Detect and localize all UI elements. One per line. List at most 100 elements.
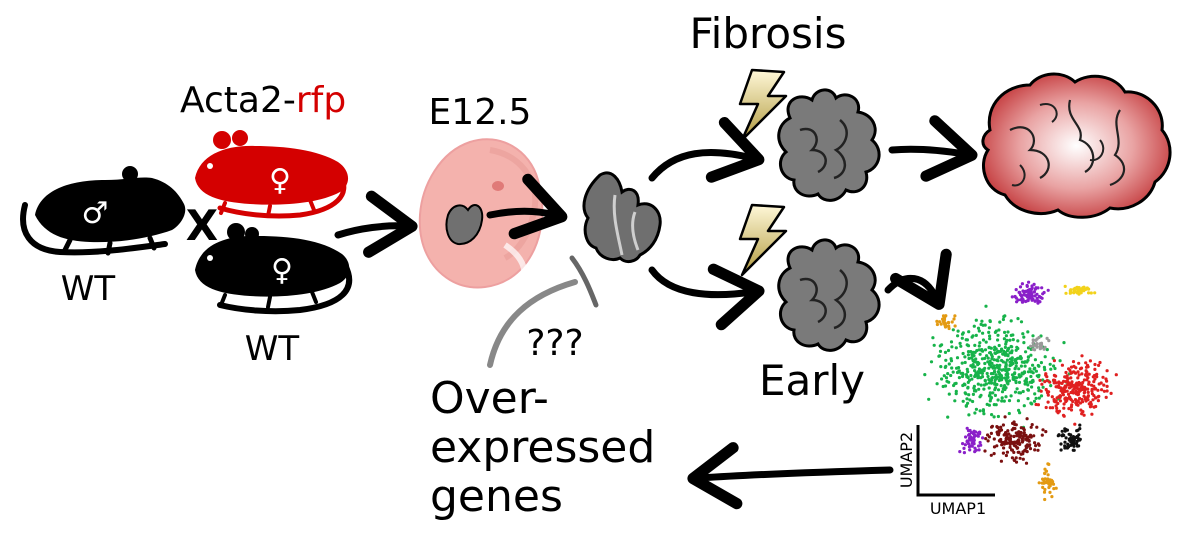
umap-point bbox=[943, 365, 947, 369]
umap-point bbox=[1037, 481, 1041, 485]
umap-point bbox=[951, 370, 955, 374]
umap-point bbox=[992, 445, 997, 449]
umap-point bbox=[991, 372, 995, 376]
umap-point bbox=[966, 344, 971, 348]
umap-point bbox=[987, 377, 991, 382]
umap-point bbox=[1022, 428, 1026, 432]
umap-point bbox=[1020, 440, 1024, 444]
umap-point bbox=[1005, 348, 1010, 353]
umap-point bbox=[1016, 446, 1020, 450]
umap-point bbox=[1028, 367, 1032, 371]
umap-point bbox=[927, 397, 931, 401]
umap-point bbox=[966, 350, 971, 354]
umap-point bbox=[1043, 355, 1047, 359]
umap-point bbox=[963, 443, 968, 447]
umap-point bbox=[1025, 299, 1029, 303]
lung-icon bbox=[777, 88, 881, 202]
umap-point bbox=[1094, 396, 1098, 400]
rfp-mouse-icon: ♀ bbox=[195, 130, 349, 219]
umap-point bbox=[976, 382, 980, 386]
umap-point bbox=[965, 375, 969, 379]
umap-point bbox=[997, 439, 1002, 443]
umap-point bbox=[1031, 341, 1035, 345]
umap-point bbox=[946, 320, 951, 325]
umap-point bbox=[971, 359, 976, 363]
umap-point bbox=[993, 378, 997, 382]
umap-point bbox=[963, 383, 967, 387]
umap-point bbox=[974, 333, 978, 337]
umap-point bbox=[969, 350, 973, 354]
umap-point bbox=[957, 366, 961, 370]
umap-point bbox=[995, 425, 999, 429]
umap-cluster-red bbox=[1034, 354, 1118, 426]
umap-point bbox=[1076, 376, 1080, 380]
umap-point bbox=[1098, 360, 1102, 365]
umap-point bbox=[996, 388, 1001, 392]
umap-point bbox=[976, 376, 980, 380]
umap-point bbox=[1015, 345, 1019, 349]
umap-point bbox=[1093, 377, 1097, 381]
umap-point bbox=[969, 431, 974, 435]
umap-point bbox=[1016, 399, 1021, 403]
arrow-embryo-to-lungs bbox=[486, 173, 568, 240]
umap-point bbox=[1023, 379, 1027, 383]
umap-point bbox=[1003, 330, 1007, 334]
umap-point bbox=[1021, 389, 1025, 394]
umap-point bbox=[971, 334, 975, 338]
umap-point bbox=[1068, 289, 1072, 293]
umap-point bbox=[1080, 354, 1084, 358]
umap-point bbox=[999, 378, 1003, 382]
umap-point bbox=[1078, 289, 1082, 293]
lung-icon bbox=[777, 238, 881, 352]
umap-point bbox=[1037, 373, 1041, 377]
umap-point bbox=[1026, 397, 1030, 401]
umap-point bbox=[1034, 402, 1038, 407]
umap-point bbox=[1022, 432, 1026, 436]
umap-point bbox=[1024, 446, 1029, 450]
umap-point bbox=[961, 331, 965, 335]
arrow-to-fibrotic-section bbox=[888, 115, 978, 182]
umap-point bbox=[1054, 399, 1058, 403]
umap-point bbox=[999, 459, 1004, 463]
umap-point bbox=[1074, 435, 1078, 440]
umap-point bbox=[1076, 428, 1080, 432]
umap-point bbox=[990, 424, 995, 428]
umap-point bbox=[972, 324, 976, 328]
umap-point bbox=[1064, 385, 1068, 389]
umap-point bbox=[1027, 280, 1031, 284]
umap-point bbox=[1031, 344, 1035, 348]
umap-plot-icon bbox=[923, 280, 1118, 502]
umap-point bbox=[959, 371, 963, 375]
fibrotic-lung-icon bbox=[981, 72, 1172, 219]
umap-point bbox=[1071, 435, 1075, 439]
umap-point bbox=[1105, 379, 1109, 383]
umap-point bbox=[1043, 467, 1047, 471]
umap-point bbox=[971, 399, 975, 404]
umap-point bbox=[929, 360, 934, 364]
umap-point bbox=[1052, 378, 1056, 382]
umap-point bbox=[1052, 364, 1056, 368]
umap-point bbox=[953, 314, 957, 318]
umap-point bbox=[997, 343, 1001, 348]
umap-point bbox=[1007, 432, 1011, 436]
umap-point bbox=[1033, 448, 1037, 452]
umap-point bbox=[1082, 285, 1086, 289]
umap-point bbox=[1032, 282, 1036, 286]
umap-point bbox=[935, 382, 939, 386]
cross-symbol: X bbox=[186, 201, 218, 250]
umap-point bbox=[1063, 397, 1067, 401]
wt-male-label: WT bbox=[61, 269, 116, 309]
umap-point bbox=[1003, 386, 1007, 390]
umap-point bbox=[1040, 481, 1044, 485]
umap-point bbox=[1019, 320, 1024, 324]
umap-point bbox=[1002, 433, 1006, 437]
umap-point bbox=[1023, 364, 1027, 368]
umap-point bbox=[1006, 381, 1010, 385]
umap-point bbox=[998, 349, 1003, 353]
umap-point bbox=[1002, 315, 1006, 319]
umap-point bbox=[1038, 344, 1042, 348]
umap-point bbox=[996, 349, 1000, 353]
umap-point bbox=[1046, 473, 1050, 477]
question-label: ??? bbox=[526, 323, 583, 364]
umap-point bbox=[1067, 407, 1071, 411]
